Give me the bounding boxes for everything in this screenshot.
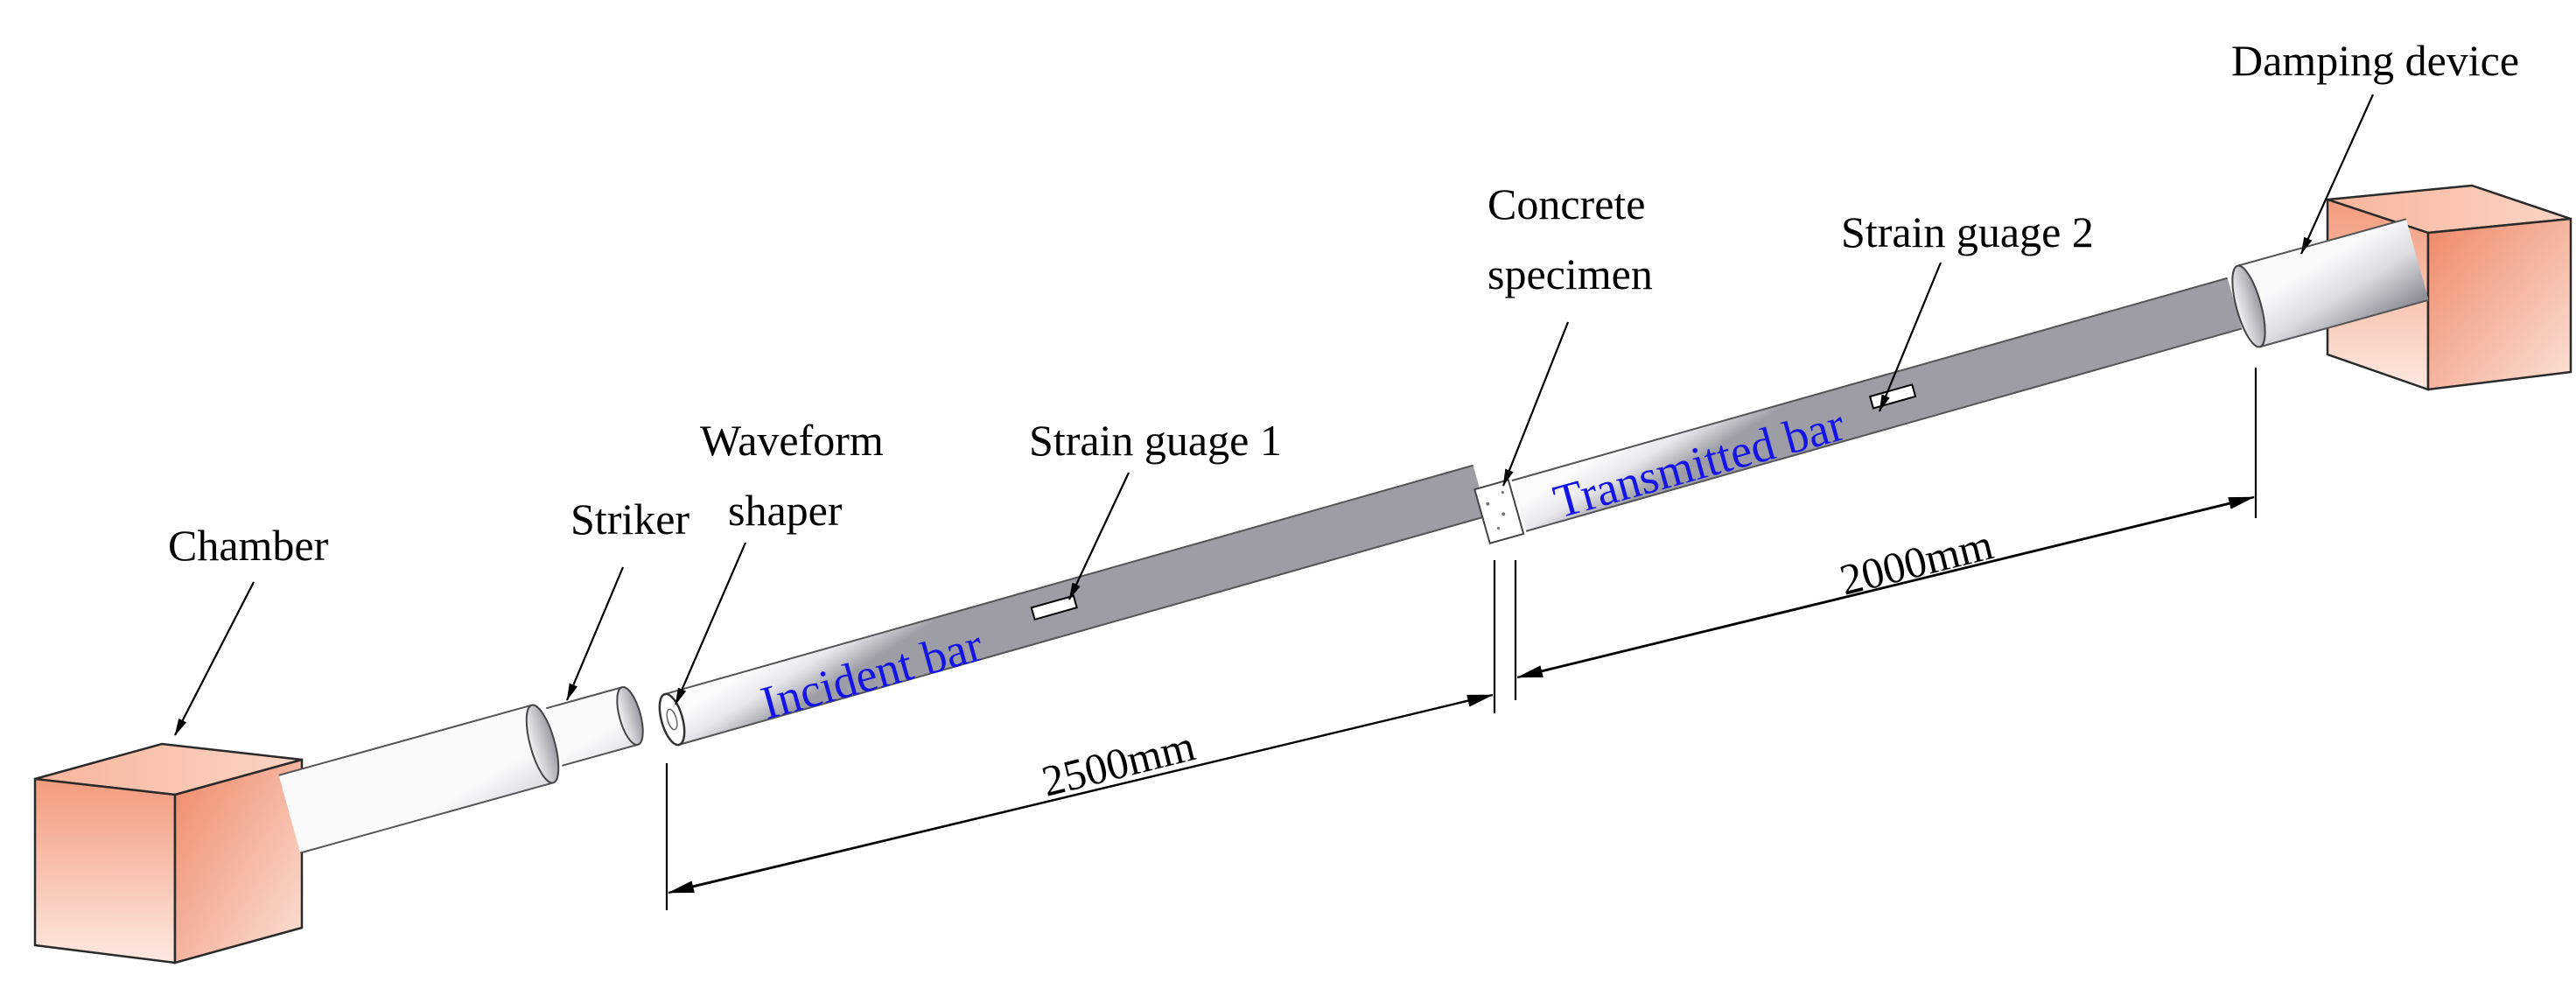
- leader-striker: [565, 566, 625, 701]
- label-striker: Striker: [570, 495, 690, 544]
- chamber-barrel: [278, 704, 560, 854]
- striker: [545, 686, 644, 767]
- dimension-incident-bar: [665, 560, 1496, 910]
- label-strain-gauge-1: Strain guage 1: [1029, 416, 1282, 465]
- label-dim-2500: 2500mm: [1037, 720, 1200, 805]
- label-concrete-specimen-line2: specimen: [1488, 249, 1653, 298]
- concrete-specimen: [1474, 479, 1525, 545]
- leader-strain-gauge-1: [1068, 472, 1130, 600]
- leader-chamber: [174, 581, 255, 736]
- leader-damping-device: [2300, 94, 2375, 255]
- incident-bar: [658, 464, 1488, 747]
- label-chamber: Chamber: [168, 521, 329, 570]
- dimension-transmitted-bar: [1514, 368, 2258, 700]
- strain-gauge-1: [1030, 594, 1078, 621]
- label-waveform-shaper-line1: Waveform: [700, 416, 884, 465]
- damping-device-cylinder: [2231, 218, 2429, 348]
- leader-concrete-specimen: [1502, 321, 1570, 487]
- chamber-block: [33, 742, 304, 964]
- label-waveform-shaper-line2: shaper: [728, 486, 843, 535]
- label-strain-gauge-2: Strain guage 2: [1841, 207, 2094, 256]
- label-concrete-specimen-line1: Concrete: [1488, 179, 1645, 228]
- leader-waveform-shaper: [674, 542, 747, 705]
- label-damping-device: Damping device: [2231, 36, 2519, 85]
- label-dim-2000: 2000mm: [1835, 519, 1998, 604]
- leader-strain-gauge-2: [1878, 262, 1942, 412]
